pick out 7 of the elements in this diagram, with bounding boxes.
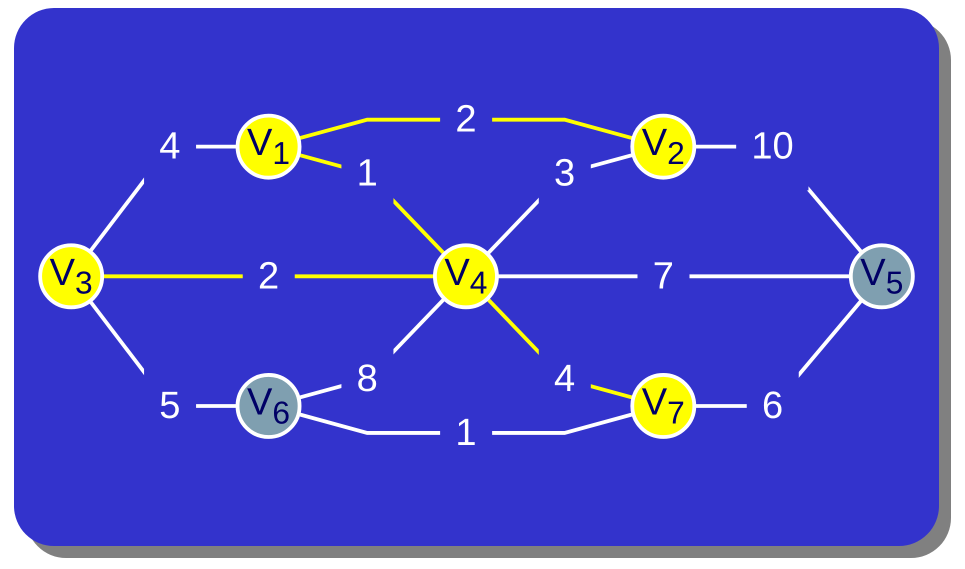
vertex-circle: V$_{3}$ — [38, 243, 104, 309]
vertex-circle: V$_{5}$ — [848, 243, 915, 309]
vertex-circle: V$_{4}$ — [432, 243, 499, 309]
vertex-circle: V$_{1}$ — [236, 113, 302, 180]
vertex-circle: V$_{6}$ — [236, 372, 302, 439]
vertex-circle: V$_{2}$ — [630, 113, 696, 180]
vertex-circle: V$_{7}$ — [630, 372, 696, 439]
